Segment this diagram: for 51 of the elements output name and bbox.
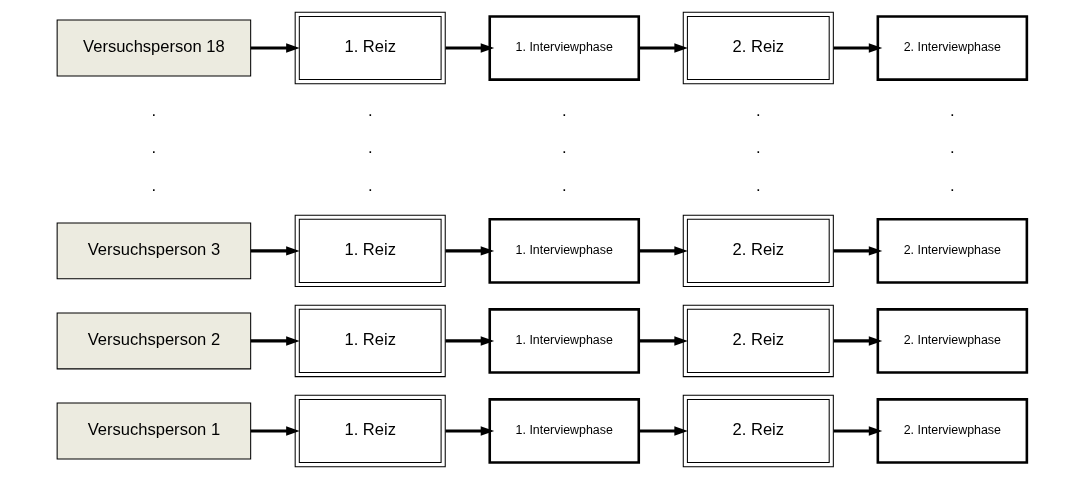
label: .	[367, 101, 373, 121]
arrow	[833, 336, 882, 346]
label: .	[367, 138, 373, 158]
node-box: 1. Reiz	[294, 394, 446, 468]
node-box: 2. Interviewphase	[876, 15, 1028, 81]
node-box: 1. Interviewphase	[487, 308, 640, 374]
arrow	[250, 426, 300, 436]
node-box: 1. Interviewphase	[487, 398, 640, 464]
arrow	[638, 426, 688, 436]
node-box: 2. Reiz	[682, 214, 834, 288]
label: .	[949, 175, 955, 195]
label: .	[561, 138, 567, 158]
arrow	[444, 426, 494, 436]
arrow	[638, 246, 688, 256]
node-box: 2. Interviewphase	[876, 398, 1028, 464]
label: .	[151, 101, 156, 121]
label: .	[755, 138, 761, 158]
node-box: 1. Reiz	[294, 214, 446, 288]
node-box: 1. Reiz	[294, 11, 446, 85]
label: .	[755, 101, 761, 121]
arrow	[250, 246, 300, 256]
label: .	[755, 175, 761, 195]
node-box: 1. Reiz	[294, 304, 446, 378]
node-box: 2. Reiz	[682, 394, 834, 468]
arrow	[833, 426, 882, 436]
label: .	[151, 175, 156, 195]
node-box: 2. Interviewphase	[876, 218, 1028, 284]
arrow	[833, 43, 882, 53]
arrow	[444, 246, 494, 256]
label: .	[367, 175, 373, 195]
node-box: 2. Reiz	[682, 11, 834, 85]
arrow	[250, 336, 300, 346]
node-box: 1. Interviewphase	[487, 15, 640, 81]
arrow	[444, 336, 494, 346]
node-box: 2. Reiz	[682, 304, 834, 378]
arrow	[833, 246, 882, 256]
arrow	[638, 336, 688, 346]
node-box: Versuchsperson 3	[56, 222, 251, 280]
label: .	[949, 101, 955, 121]
node-box: 2. Interviewphase	[876, 308, 1028, 374]
node-box: Versuchsperson 1	[56, 402, 251, 460]
label: .	[561, 101, 567, 121]
arrow	[444, 43, 494, 53]
node-box: Versuchsperson 2	[56, 312, 251, 370]
arrow	[638, 43, 688, 53]
arrow	[250, 43, 300, 53]
node-box: Versuchsperson 18	[56, 19, 251, 77]
label: .	[561, 175, 567, 195]
node-box: 1. Interviewphase	[487, 218, 640, 284]
label: .	[151, 138, 156, 158]
label: .	[949, 138, 955, 158]
